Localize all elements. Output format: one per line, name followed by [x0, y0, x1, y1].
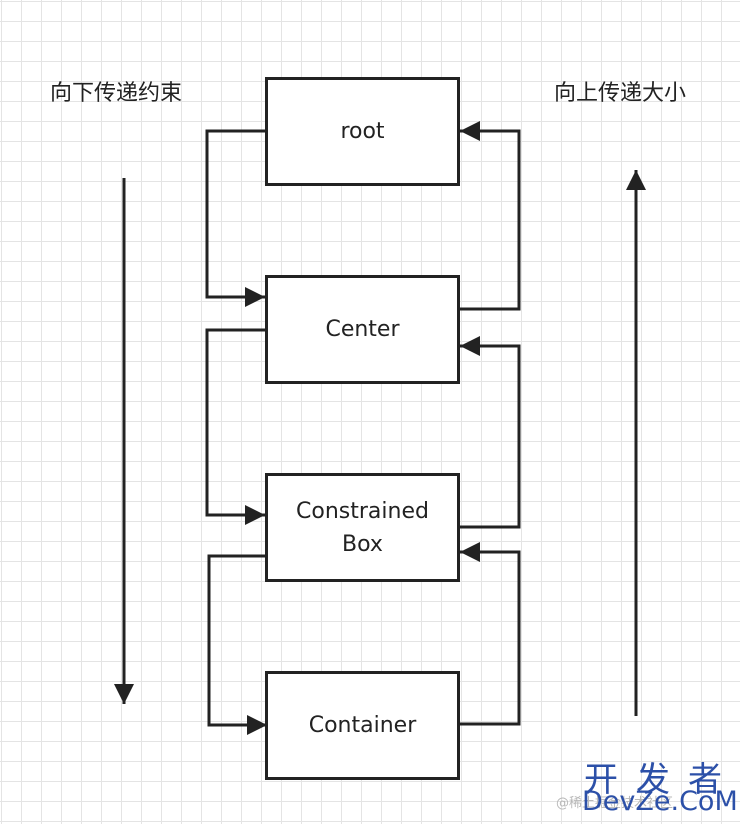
node-center: Center — [265, 275, 460, 384]
connector-center-to-constrained — [205, 328, 265, 525]
connector-container-to-constrained — [460, 542, 521, 726]
watermark-logo-en: DevZe.CoM — [582, 786, 738, 817]
node-root: root — [265, 77, 460, 186]
watermark-community: @稀土掘金技术社区 — [556, 796, 674, 811]
connector-constrained-to-container — [207, 554, 267, 735]
label-pass-constraints-down: 向下传递约束 — [50, 81, 183, 106]
node-container: Container — [265, 671, 460, 780]
label-pass-size-up: 向上传递大小 — [554, 81, 687, 106]
connector-center-to-root — [460, 121, 521, 311]
node-constrained-box: Constrained Box — [265, 473, 460, 582]
watermark-logo-zh: 开发者 — [584, 760, 740, 800]
connector-root-to-center — [205, 129, 265, 307]
connector-constrained-to-center — [460, 336, 521, 529]
